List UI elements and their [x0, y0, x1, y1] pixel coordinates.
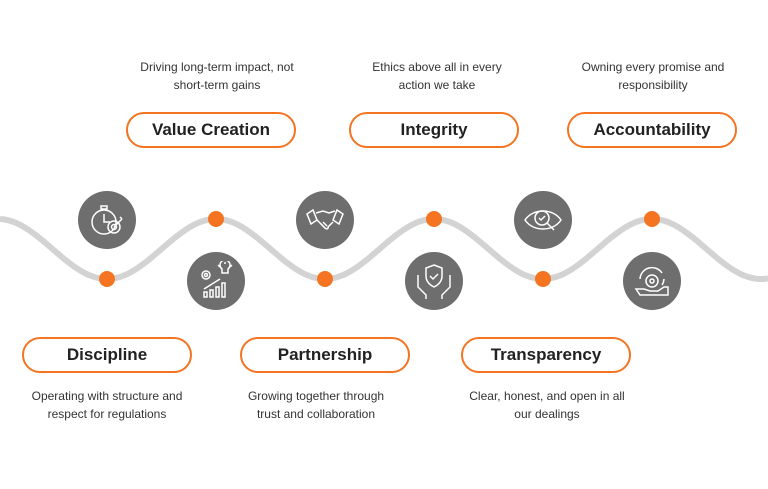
timeline-dot — [208, 211, 224, 227]
value-creation-description: Driving long-term impact, not short-term … — [107, 58, 327, 94]
integrity-pill: Integrity — [349, 112, 519, 148]
desc-line: Operating with structure and — [31, 389, 183, 403]
discipline-pill: Discipline — [22, 337, 192, 373]
discipline-description: Operating with structure and respect for … — [0, 387, 217, 423]
desc-line: Clear, honest, and open in all — [469, 389, 625, 403]
wave-line — [0, 216, 768, 282]
desc-line: trust and collaboration — [256, 407, 376, 421]
desc-line: responsibility — [618, 78, 688, 92]
transparency-description: Clear, honest, and open in all our dealin… — [437, 387, 657, 423]
integrity-description: Ethics above all in every action we take — [327, 58, 547, 94]
timeline-dot — [535, 271, 551, 287]
desc-line: short-term gains — [173, 78, 261, 92]
gear-hand-icon — [623, 252, 681, 310]
growth-idea-icon — [187, 252, 245, 310]
transparency-pill: Transparency — [461, 337, 631, 373]
eye-magnifier-icon — [514, 191, 572, 249]
desc-line: Driving long-term impact, not — [140, 60, 294, 74]
partnership-pill: Partnership — [240, 337, 410, 373]
timeline-dot — [99, 271, 115, 287]
handshake-icon — [296, 191, 354, 249]
desc-line: our dealings — [514, 407, 580, 421]
shield-hands-icon — [405, 252, 463, 310]
stopwatch-target-icon — [78, 191, 136, 249]
accountability-pill: Accountability — [567, 112, 737, 148]
value-creation-pill: Value Creation — [126, 112, 296, 148]
timeline-dot — [317, 271, 333, 287]
partnership-description: Growing together through trust and collab… — [206, 387, 426, 423]
desc-line: Ethics above all in every — [372, 60, 502, 74]
accountability-description: Owning every promise and responsibility — [543, 58, 763, 94]
desc-line: Growing together through — [247, 389, 385, 403]
desc-line: respect for regulations — [47, 407, 167, 421]
timeline-dot — [644, 211, 660, 227]
desc-line: Owning every promise and — [581, 60, 725, 74]
desc-line: action we take — [398, 78, 476, 92]
timeline-dot — [426, 211, 442, 227]
